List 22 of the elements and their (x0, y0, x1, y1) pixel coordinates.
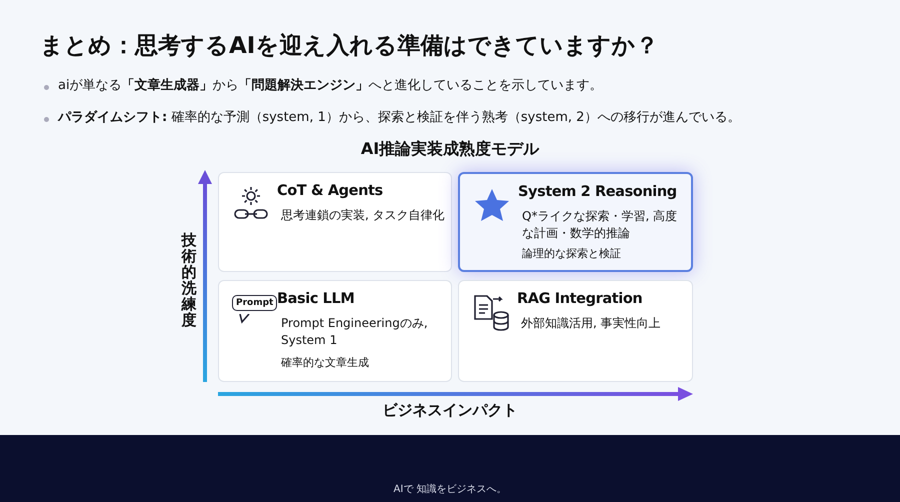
chart-title: AI推論実装成熟度モデル (360, 139, 540, 160)
slide-title: まとめ：思考するAIを迎え入れる準備はできていますか？ (40, 32, 658, 61)
axis-label: 技術的洗練度 (180, 232, 198, 328)
card-text: 思考連鎖の実装, タスク自律化 (281, 207, 446, 224)
card-text: Prompt Engineeringのみ, System 1 (281, 315, 429, 349)
card-note: 論理的な探索と検証 (522, 246, 621, 261)
card (218, 172, 452, 272)
card (218, 280, 452, 382)
card-title: RAG Integration (517, 291, 642, 307)
card-title: CoT & Agents (277, 183, 383, 199)
card-text: 外部知識活用, 事実性向上 (521, 315, 662, 332)
card-note: 確率的な文章生成 (281, 355, 369, 370)
bullet-text: aiが単なる「文章生成器」から「問題解決エンジン」へと進化していることを示しています。 (58, 76, 604, 95)
tagline: AIで 知識をビジネスへ。 (392, 482, 508, 496)
axis-label: ビジネスインパクト (382, 401, 518, 420)
card-text: Q*ライクな探索・学習, 高度な計画・数学的推論 (522, 208, 678, 242)
card-title: Basic LLM (277, 291, 354, 307)
card (458, 280, 693, 382)
card-title: System 2 Reasoning (518, 184, 677, 200)
speech-bubble-icon: Prompt (232, 295, 278, 311)
bullet-text: パラダイムシフト: 確率的な予測（system, 1）から、探索と検証を伴う熟考（system, 2）への移行が進んでいる。 (58, 109, 742, 127)
highlighted-card (458, 172, 693, 272)
